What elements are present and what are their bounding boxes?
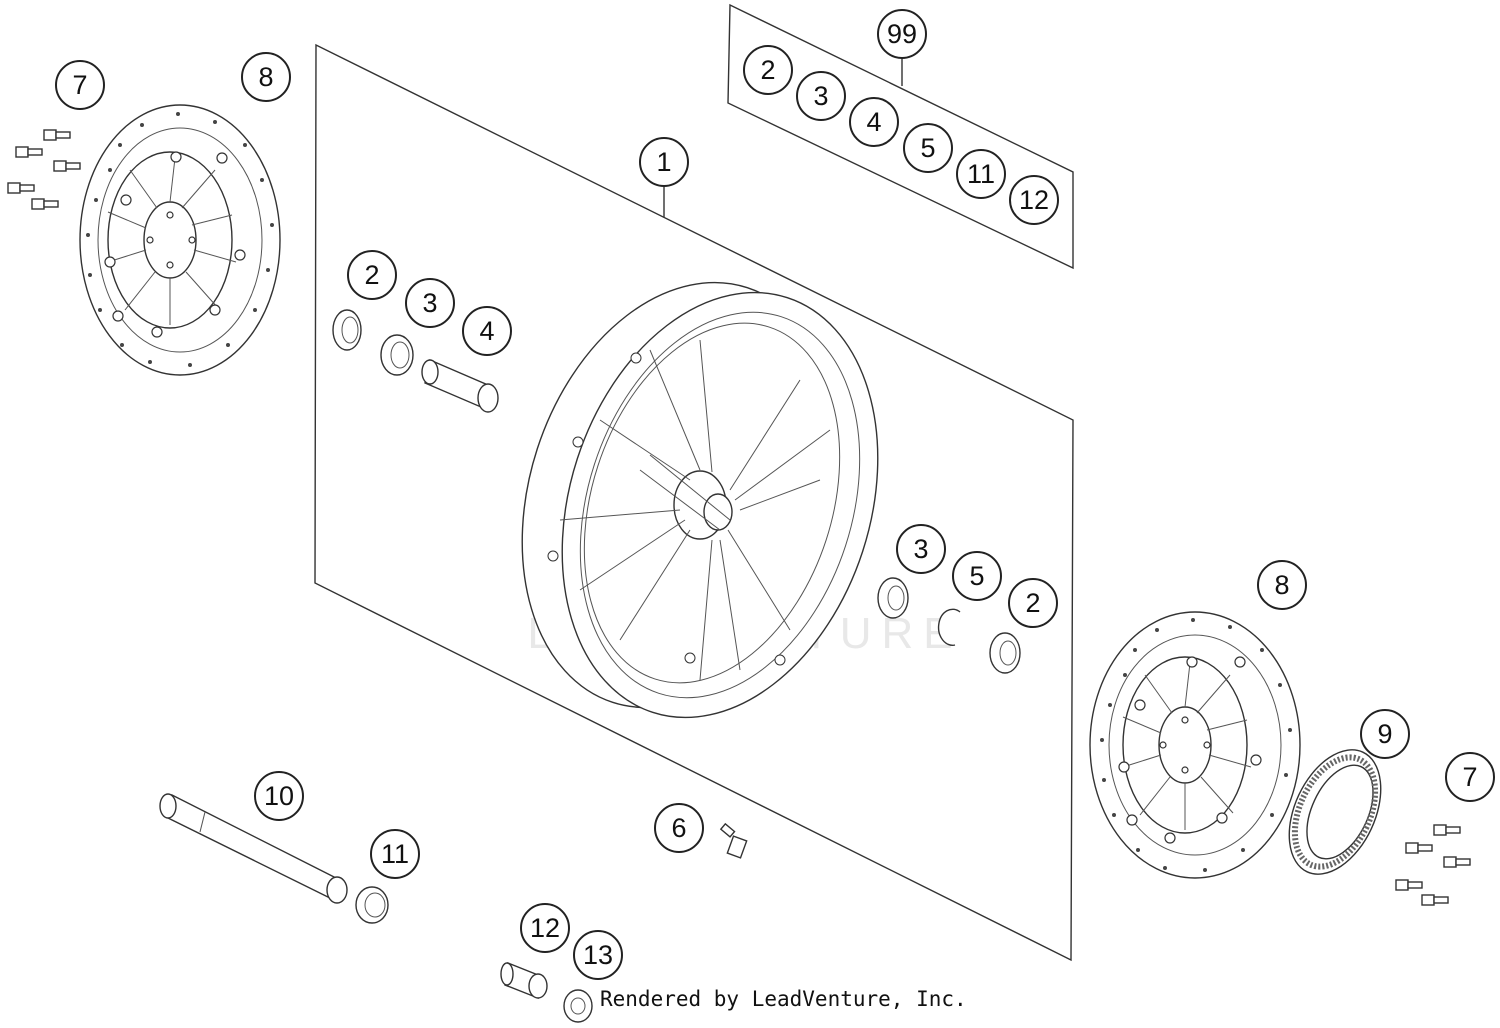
kit-callout-4: 4 [849, 97, 899, 147]
svg-text:5: 5 [969, 561, 984, 591]
svg-text:12: 12 [530, 913, 560, 943]
svg-text:4: 4 [479, 316, 494, 346]
kit-callout-11: 11 [956, 149, 1006, 199]
svg-text:10: 10 [264, 781, 294, 811]
svg-text:6: 6 [671, 813, 686, 843]
svg-text:2: 2 [1025, 588, 1040, 618]
callout-12: 12 [520, 903, 570, 953]
brake-disc-right [1089, 611, 1301, 879]
callout-7-left: 7 [55, 60, 105, 110]
kit-callout-2: 2 [743, 45, 793, 95]
circlip [937, 608, 961, 646]
brake-disc-left [79, 104, 281, 376]
bearing-left [380, 334, 414, 376]
svg-text:12: 12 [1019, 185, 1049, 215]
kit-panel [727, 3, 1074, 270]
wheel-assembly-panel [314, 43, 1074, 962]
svg-text:5: 5 [920, 133, 935, 163]
tire-valve [719, 822, 748, 859]
bolts-left [7, 129, 81, 210]
seal-right [989, 632, 1021, 674]
callout-7-right: 7 [1445, 752, 1495, 802]
svg-text:1: 1 [656, 147, 671, 177]
wheel-axle [159, 793, 348, 904]
svg-text:2: 2 [364, 260, 379, 290]
svg-text:99: 99 [887, 19, 917, 49]
svg-text:4: 4 [866, 107, 881, 137]
svg-text:7: 7 [1462, 762, 1477, 792]
axle-sleeve [500, 962, 548, 1000]
callout-2-left: 2 [347, 250, 397, 300]
bolts-right [1395, 824, 1471, 906]
callout-8-right: 8 [1257, 560, 1307, 610]
svg-text:8: 8 [258, 62, 273, 92]
callout-2-right: 2 [1008, 578, 1058, 628]
abs-sensor-ring [1288, 749, 1382, 875]
callout-99: 99 [877, 9, 927, 59]
axle-nut [563, 989, 593, 1023]
svg-text:11: 11 [381, 839, 409, 869]
callout-10: 10 [254, 771, 304, 821]
render-credit: Rendered by LeadVenture, Inc. [600, 987, 967, 1011]
svg-text:2: 2 [760, 55, 775, 85]
kit-callout-5: 5 [903, 123, 953, 173]
callout-8-left: 8 [241, 52, 291, 102]
seal-left [332, 309, 362, 351]
callout-3-left: 3 [405, 278, 455, 328]
svg-text:8: 8 [1274, 570, 1289, 600]
callout-13: 13 [573, 930, 623, 980]
callout-1: 1 [639, 137, 689, 187]
callout-9: 9 [1360, 709, 1410, 759]
svg-text:3: 3 [813, 81, 828, 111]
svg-text:11: 11 [967, 159, 995, 189]
kit-callout-3: 3 [796, 71, 846, 121]
callout-5-right: 5 [952, 551, 1002, 601]
kit-callout-12: 12 [1009, 175, 1059, 225]
svg-text:9: 9 [1377, 719, 1392, 749]
svg-text:13: 13 [583, 940, 613, 970]
callout-11: 11 [370, 829, 420, 879]
callout-3-right: 3 [896, 524, 946, 574]
wheel-rim [521, 281, 879, 719]
callout-4-left: 4 [462, 306, 512, 356]
spacer-sleeve [421, 359, 499, 413]
bearing-right [877, 577, 909, 619]
svg-text:3: 3 [422, 288, 437, 318]
callout-6: 6 [654, 803, 704, 853]
svg-text:7: 7 [72, 70, 87, 100]
axle-spacer [355, 886, 389, 924]
svg-text:3: 3 [913, 534, 928, 564]
